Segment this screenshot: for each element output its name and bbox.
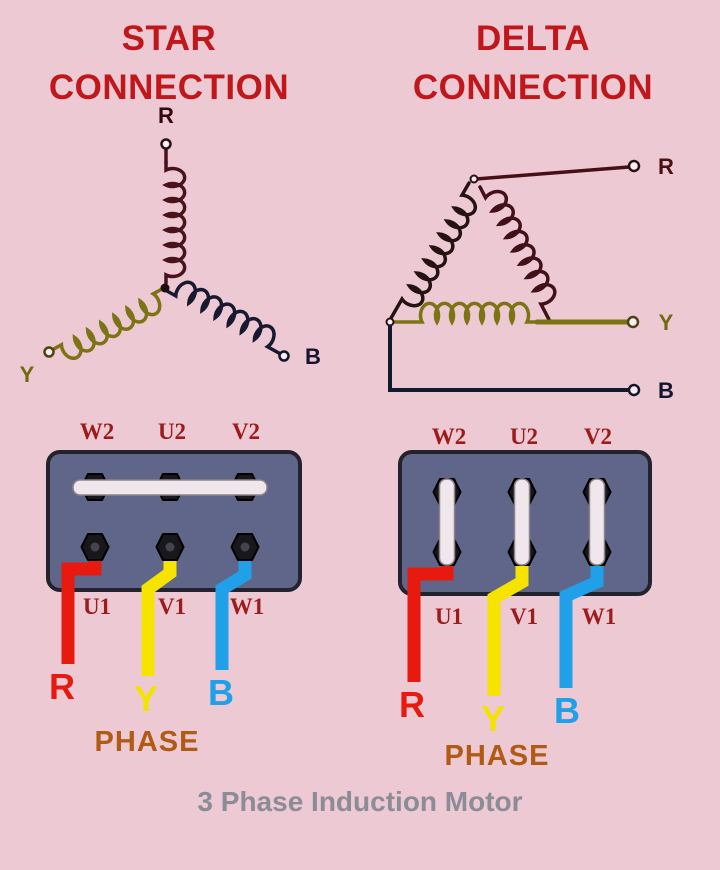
- star-block-label-w1: W1: [229, 594, 265, 619]
- star-shorting-bar: [72, 479, 268, 496]
- star-terminal-label-y: Y: [19, 362, 35, 387]
- star-phase-letter-r: R: [49, 666, 75, 707]
- footer-caption: 3 Phase Induction Motor: [197, 786, 523, 817]
- terminal-nut: [80, 533, 110, 561]
- delta-link-bar: [513, 478, 531, 566]
- delta-block-label-w2: W2: [431, 424, 467, 449]
- star-terminal-label-b: B: [305, 344, 321, 369]
- star-coil-b: [165, 280, 286, 358]
- star-terminal-block: [46, 450, 302, 676]
- star-wire-b: [215, 547, 252, 670]
- star-coil-y: [47, 287, 164, 360]
- star-block-label-v2: V2: [231, 419, 261, 444]
- star-phase-word: PHASE: [94, 726, 200, 758]
- star-coil-r: [162, 160, 187, 285]
- delta-line-b: [388, 322, 630, 392]
- delta-phase-letter-y: Y: [480, 698, 506, 739]
- star-phase-letter-y: Y: [133, 678, 159, 719]
- star-block-label-w2: W2: [79, 419, 115, 444]
- delta-block-label-w1: W1: [581, 604, 617, 629]
- star-center-junction: [160, 283, 170, 293]
- star-winding-diagram: [43, 138, 290, 362]
- delta-terminal-label-b: B: [658, 378, 674, 403]
- delta-link-bar: [588, 478, 606, 566]
- terminal-nut: [155, 533, 185, 561]
- delta-coil-bottom: [390, 301, 539, 326]
- star-block-label-v1: V1: [157, 594, 187, 619]
- delta-block-label-v1: V1: [509, 604, 539, 629]
- star-terminal-circle-r: [160, 138, 172, 150]
- delta-terminal-circle-r: [627, 159, 641, 173]
- delta-junction-left: [385, 317, 395, 327]
- star-terminal-circle-y: [43, 346, 55, 358]
- star-terminal-circle-b: [278, 350, 290, 362]
- delta-terminal-label-y: Y: [658, 310, 674, 335]
- delta-block-label-u2: U2: [509, 424, 539, 449]
- delta-terminal-block: [398, 450, 652, 696]
- star-terminal-label-r: R: [158, 103, 174, 128]
- star-title: STAR CONNECTION: [48, 19, 290, 107]
- delta-coil-right: [478, 185, 557, 322]
- star-block-label-u2: U2: [157, 419, 187, 444]
- delta-link-bar: [438, 478, 456, 566]
- delta-line-r: [474, 165, 631, 181]
- delta-terminal-label-r: R: [658, 154, 674, 179]
- terminal-nut: [230, 533, 260, 561]
- delta-junction-top: [469, 174, 479, 184]
- delta-block-label-u1: U1: [434, 604, 464, 629]
- delta-winding-diagram: [385, 159, 641, 397]
- star-phase-letter-b: B: [208, 672, 234, 713]
- star-block-label-u1: U1: [82, 594, 112, 619]
- delta-wire-b: [559, 552, 604, 688]
- delta-wire-y: [487, 552, 529, 696]
- delta-phase-letter-b: B: [554, 690, 580, 731]
- delta-title: DELTA CONNECTION: [412, 19, 654, 107]
- delta-phase-word: PHASE: [444, 740, 550, 772]
- delta-terminal-circle-y: [626, 315, 640, 329]
- delta-block-label-v2: V2: [583, 424, 613, 449]
- delta-phase-letter-r: R: [399, 684, 425, 725]
- delta-terminal-circle-b: [627, 383, 641, 397]
- delta-coil-left: [388, 181, 478, 322]
